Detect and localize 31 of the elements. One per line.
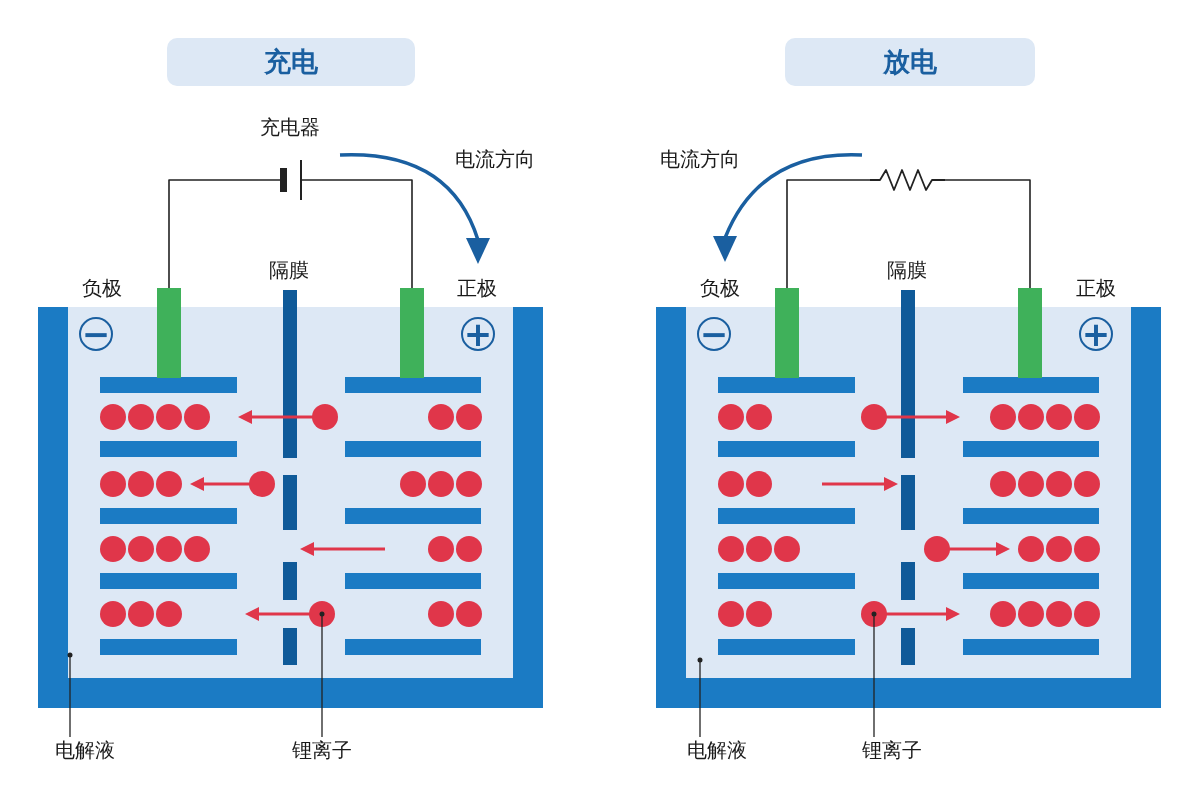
charger-label: 充电器 [259,114,321,141]
electrode-tab [157,288,181,378]
callout-label: 电解液 [687,737,753,763]
direction-label: 电流方向 [455,146,535,172]
leader-line [871,611,877,738]
wire [321,179,413,289]
title-banner: 放电 [785,38,1035,86]
electrode-label: 负极 [700,275,740,301]
direction-label: 电流方向 [660,146,740,172]
electrode-sign: + [1079,317,1113,351]
wire [786,179,871,289]
separator-label: 隔膜 [887,257,927,283]
leader-line [697,657,703,738]
electrode-tab [1018,288,1042,378]
electrode-sign: − [697,317,731,351]
electrode-sign: + [461,317,495,351]
electrode-tab [400,288,424,378]
electrode-label: 正极 [457,275,497,301]
wire [168,179,259,289]
separator-label: 隔膜 [269,257,309,283]
title-banner: 充电 [167,38,415,86]
electrode-tab [775,288,799,378]
callout-label: 锂离子 [862,737,928,763]
leader-line [67,652,73,738]
leader-line [319,611,325,738]
callout-label: 锂离子 [292,737,358,763]
electrode-sign: − [79,317,113,351]
electrode-label: 正极 [1076,275,1116,301]
callout-label: 电解液 [55,737,121,763]
wire [944,179,1031,289]
electrode-label: 负极 [82,275,122,301]
